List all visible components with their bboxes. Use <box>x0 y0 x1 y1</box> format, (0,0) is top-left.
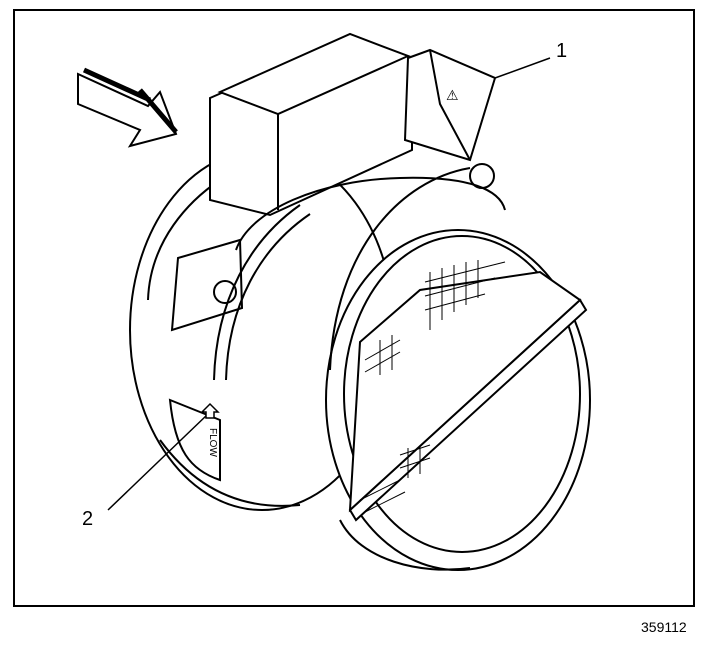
mesh-screen <box>359 260 506 513</box>
sensor-housing: ⚠ <box>129 32 591 571</box>
diagram-border <box>13 9 695 607</box>
figure-number: 359112 <box>641 619 687 635</box>
svg-text:⚠: ⚠ <box>446 87 459 103</box>
leader-lines <box>107 57 551 511</box>
airflow-arrow-icon <box>77 67 178 148</box>
flow-direction-icon <box>200 402 220 419</box>
callout-1: 1 <box>556 40 568 62</box>
callout-2: 2 <box>82 508 94 530</box>
flow-label: FLOW <box>207 428 218 457</box>
